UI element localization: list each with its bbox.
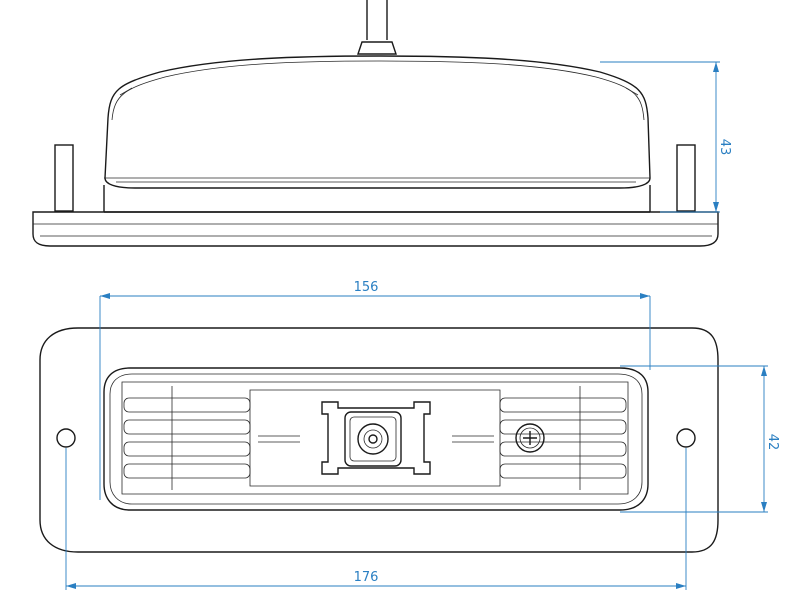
connector-bracket (321, 401, 431, 475)
lens-frame (121, 381, 629, 495)
housing-dome (104, 55, 651, 189)
connector-inner-ring (363, 429, 383, 449)
front-view: 156 42 176 (39, 280, 780, 590)
dim-line-overall-length (65, 448, 687, 590)
housing-inner-front (109, 373, 643, 505)
cable-gland (357, 41, 397, 55)
base-plate-front (39, 327, 719, 553)
base-plate-lines (33, 223, 718, 237)
center-panel (249, 389, 501, 487)
connector-inner (349, 416, 397, 462)
left-stud (54, 144, 74, 212)
dim-line-base-length (99, 295, 651, 500)
housing-edge-detail (119, 87, 639, 96)
housing-inner-contour (111, 60, 645, 121)
dim-label-base-length: 156 (354, 280, 379, 295)
screw-head (515, 423, 545, 453)
side-view: 43 (32, 0, 732, 247)
right-stud (676, 144, 696, 212)
left-mounting-hole (56, 428, 76, 448)
left-louvers (123, 386, 251, 490)
screw-inner (519, 427, 541, 449)
dim-label-width: 42 (765, 434, 780, 451)
housing-skirt (103, 185, 651, 213)
dim-line-height (600, 61, 720, 213)
center-slots (258, 435, 494, 443)
dim-label-height: 43 (717, 139, 732, 156)
base-plate-side (32, 211, 719, 247)
connector-pin (368, 434, 378, 444)
connector-housing (344, 411, 402, 467)
cable (366, 0, 388, 40)
housing-outline-front (103, 367, 649, 511)
screw-cross-icon (523, 431, 537, 445)
dim-line-width (620, 365, 768, 513)
right-louvers (499, 386, 627, 490)
right-mounting-hole (676, 428, 696, 448)
dim-label-overall-length: 176 (354, 570, 379, 585)
connector-outer-ring (357, 423, 389, 455)
